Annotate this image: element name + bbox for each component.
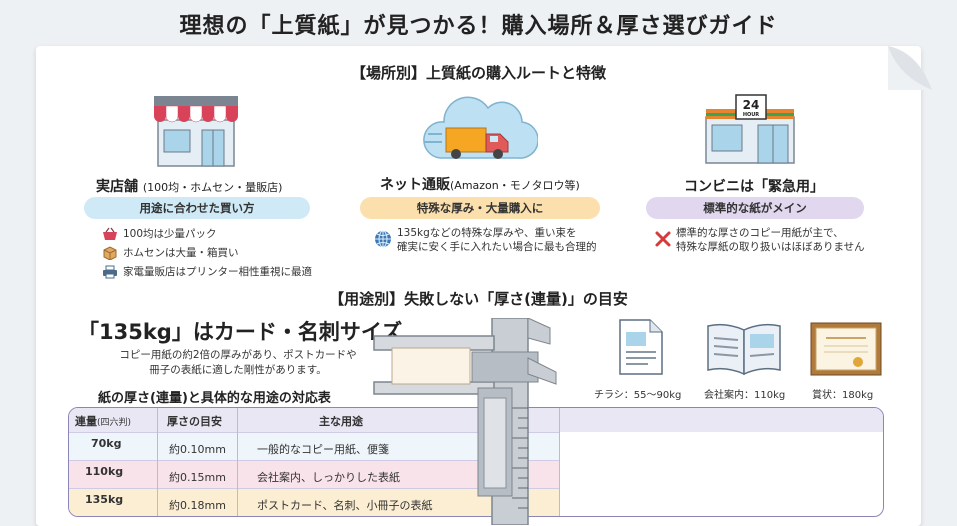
brochure-icon	[707, 323, 781, 376]
sign-24: 24	[743, 98, 760, 112]
table-title: 紙の厚さ(連量)と具体的な用途の対応表	[98, 391, 331, 406]
online-heading: ネット通販(Amazon・モノタロウ等)	[380, 174, 580, 194]
convenience-pill: 標準的な紙がメイン	[646, 197, 864, 219]
headline-description: コピー用紙の約2倍の厚みがあり、ポストカードや 冊子の表紙に適した剛性があります…	[88, 348, 388, 378]
box-icon	[103, 245, 117, 260]
printer-icon	[103, 265, 117, 278]
page-title: 理想の「上質紙」が見つかる！購入場所＆厚さ選びガイド	[179, 14, 778, 39]
row2-thickness: 約0.15mm	[169, 471, 226, 484]
online-name: ネット通販	[380, 177, 450, 193]
header-use: 主な用途	[319, 415, 363, 428]
header-weight-sub: (四六判)	[97, 418, 132, 428]
real-store-item-3: 家電量販店はプリンター相性重視に最適	[123, 266, 312, 278]
basket-icon	[103, 227, 117, 240]
convenience-heading: コンビニは「緊急用」	[684, 179, 824, 195]
list-item: 100均は少量パック	[102, 224, 312, 243]
real-store-name: 実店舗	[96, 179, 138, 195]
header-weight: 連量(四六判)	[75, 413, 131, 429]
store-icon	[154, 96, 238, 167]
convenience-text-line1: 標準的な厚さのコピー用紙が主で、	[676, 227, 844, 239]
section1-title: 【場所別】上質紙の購入ルートと特徴	[350, 64, 606, 82]
header-weight-label: 連量	[75, 415, 97, 428]
flyer-icon	[619, 319, 663, 375]
cross-icon	[655, 231, 671, 247]
row1-use: 一般的なコピー用紙、便箋	[257, 443, 389, 456]
online-text-line1: 135kgなどの特殊な厚みや、重い束を	[397, 227, 577, 239]
table-row	[69, 461, 559, 488]
real-store-pill: 用途に合わせた買い方	[84, 197, 310, 219]
row1-weight: 70kg	[91, 437, 122, 450]
row2-weight: 110kg	[85, 465, 124, 478]
row2-use: 会社案内、しっかりした表紙	[257, 471, 400, 484]
online-text-line2: 確実に安く手に入れたい場合に最も合理的	[397, 241, 597, 253]
sign-hour: HOUR	[743, 112, 759, 118]
globe-icon	[375, 230, 391, 248]
table-row	[69, 489, 559, 516]
header-thickness: 厚さの目安	[167, 415, 222, 428]
real-store-list: 100均は少量パック ホムセンは大量・箱買い 家電量販店はプリンター相性重視に最…	[102, 224, 312, 281]
row1-thickness: 約0.10mm	[169, 443, 226, 456]
caliper-icon	[373, 318, 557, 525]
online-pill: 特殊な厚み・大量購入に	[360, 197, 600, 219]
list-item: 家電量販店はプリンター相性重視に最適	[102, 262, 312, 281]
real-store-item-2: ホムセンは大量・箱買い	[123, 247, 239, 259]
convenience-store-icon: 24 HOUR	[705, 94, 795, 164]
row3-thickness: 約0.18mm	[169, 499, 226, 512]
headline-135kg: 「135kg」はカード・名刺サイズ	[78, 320, 403, 344]
online-sub: (Amazon・モノタロウ等)	[450, 179, 580, 192]
row3-weight: 135kg	[85, 493, 124, 506]
real-store-sub: (100均・ホムセン・量販店)	[142, 181, 283, 194]
real-store-item-1: 100均は少量パック	[123, 228, 217, 240]
section2-title: 【用途別】失敗しない「厚さ(連量)」の目安	[329, 290, 628, 308]
real-store-heading: 実店舗 (100均・ホムセン・量販店)	[96, 176, 282, 196]
certificate-icon	[810, 322, 882, 376]
thickness-table: 連量(四六判) 厚さの目安 主な用途 70kg 約0.10mm 一般的なコピー用…	[68, 407, 884, 517]
online-text: 135kgなどの特殊な厚みや、重い束を 確実に安く手に入れたい場合に最も合理的	[397, 226, 597, 254]
convenience-text: 標準的な厚さのコピー用紙が主で、 特殊な厚紙の取り扱いはほぼありません	[676, 226, 865, 254]
example-flyer-label: チラシ：55～90kg	[594, 390, 682, 401]
table-header	[69, 408, 883, 432]
desc-line1: コピー用紙の約2倍の厚みがあり、ポストカードや	[119, 349, 357, 361]
example-brochure-label: 会社案内：110kg	[704, 390, 786, 401]
cloud-truck-icon	[423, 96, 538, 159]
table-row	[69, 433, 559, 460]
list-item: ホムセンは大量・箱買い	[102, 243, 312, 262]
example-certificate-label: 賞状：180kg	[812, 390, 874, 401]
desc-line2: 冊子の表紙に適した剛性があります。	[149, 364, 327, 376]
page-curl-decoration	[888, 46, 932, 90]
row3-use: ポストカード、名刺、小冊子の表紙	[257, 499, 433, 512]
convenience-text-line2: 特殊な厚紙の取り扱いはほぼありません	[676, 241, 865, 253]
